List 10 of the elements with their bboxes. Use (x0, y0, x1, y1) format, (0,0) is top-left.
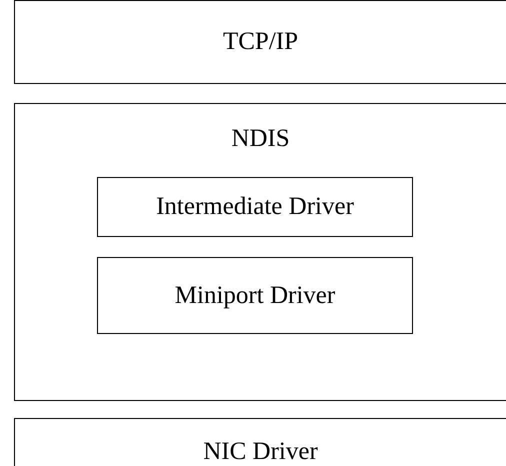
layer-box (97, 257, 413, 334)
layer-box (97, 177, 413, 237)
layer-label: Intermediate Driver (156, 192, 354, 222)
layer-label: Miniport Driver (174, 280, 336, 311)
layer-label: NDIS (231, 124, 290, 154)
layer-box (14, 0, 506, 84)
layer-label: TCP/IP (222, 27, 298, 58)
layer-box (14, 103, 506, 401)
layer-label: NIC Driver (203, 437, 318, 466)
layer-box (14, 418, 506, 466)
